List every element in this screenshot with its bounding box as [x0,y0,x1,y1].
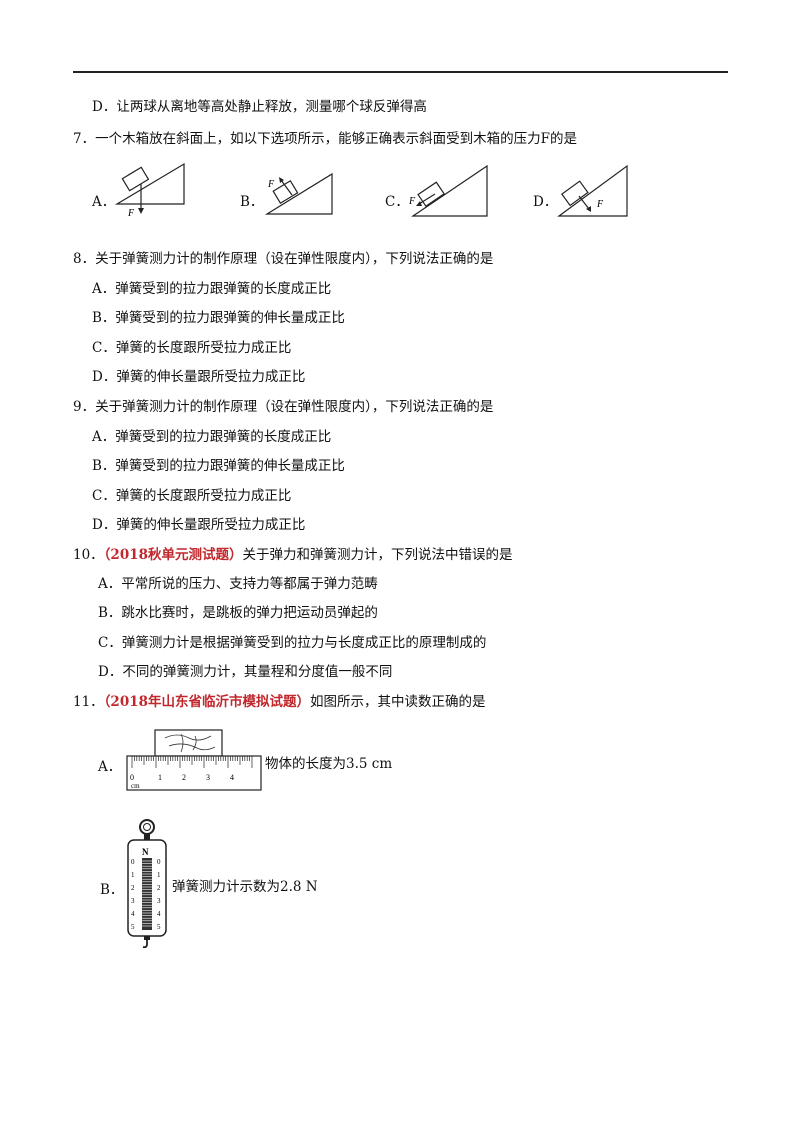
q8-option-b: B．弹簧受到的拉力跟弹簧的伸长量成正比 [92,310,345,326]
q10-option-a: A．平常所说的压力、支持力等都属于弹力范畴 [98,576,378,592]
q10-option-d: D．不同的弹簧测力计，其量程和分度值一般不同 [98,664,393,680]
q10-stem: 10．（2018秋单元测试题）关于弹力和弹簧测力计，下列说法中错误的是 [73,546,513,564]
meter-tick-4-right: 4 [157,910,161,918]
q8-option-a: A．弹簧受到的拉力跟弹簧的长度成正比 [92,281,332,297]
q7-figure-d: F [557,164,628,217]
q10-text: 关于弹力和弹簧测力计，下列说法中错误的是 [242,547,513,563]
q6-option-d: D．让两球从离地等高处静止释放，测量哪个球反弹得高 [92,99,427,115]
meter-tick-5-left: 5 [131,923,135,931]
q11-label-b: B． [100,882,124,898]
q10-option-b: B．跳水比赛时，是跳板的弹力把运动员弹起的 [98,605,378,621]
q11-option-b-text: 弹簧测力计示数为2.8 N [172,879,318,895]
q11-label-a: A． [98,759,122,775]
meter-tick-0-right: 0 [157,858,161,866]
ruler-tick-4: 4 [230,773,234,782]
q9-option-a: A．弹簧受到的拉力跟弹簧的长度成正比 [92,429,332,445]
q8-option-c: C．弹簧的长度跟所受拉力成正比 [92,340,292,356]
meter-tick-1-right: 1 [157,871,161,879]
q10-source: （2018秋单元测试题） [103,547,243,563]
meter-tick-5-right: 5 [157,923,161,931]
meter-tick-2-left: 2 [131,884,135,892]
q7-label-b: B． [240,194,264,210]
ruler-tick-0: 0 [130,773,134,782]
ruler-tick-2: 2 [182,773,186,782]
q9-option-b: B．弹簧受到的拉力跟弹簧的伸长量成正比 [92,458,345,474]
q7-figure-b: F [264,172,333,215]
meter-tick-2-right: 2 [157,884,161,892]
meter-unit: N [142,847,149,857]
q10-option-c: C．弹簧测力计是根据弹簧受到的拉力与长度成正比的原理制成的 [98,635,487,651]
meter-tick-1-left: 1 [131,871,135,879]
meter-tick-0-left: 0 [131,858,135,866]
q9-option-c: C．弹簧的长度跟所受拉力成正比 [92,488,292,504]
q11-text: 如图所示，其中读数正确的是 [310,694,486,710]
q7-c-force-label: F [408,196,416,207]
q7-label-c: C． [385,194,409,210]
q9-option-d: D．弹簧的伸长量跟所受拉力成正比 [92,517,306,533]
q7-label-a: A． [92,194,116,210]
q11-option-a-text: 物体的长度为3.5 cm [265,756,393,772]
q7-d-force-label: F [596,199,604,210]
q9-stem: 9．关于弹簧测力计的制作原理（设在弹性限度内），下列说法正确的是 [73,399,494,415]
q11-stem: 11．（2018年山东省临沂市模拟试题）如图所示，其中读数正确的是 [73,693,486,711]
ruler-tick-3: 3 [206,773,210,782]
q7-label-d: D． [533,194,558,210]
q7-stem: 7．一个木箱放在斜面上，如以下选项所示，能够正确表示斜面受到木箱的压力F的是 [73,131,577,147]
meter-tick-3-right: 3 [157,897,161,905]
q7-figure-a: F [114,162,185,219]
ruler-tick-1: 1 [158,773,162,782]
ruler-unit: cm [131,782,140,790]
meter-tick-4-left: 4 [131,910,135,918]
q8-stem: 8．关于弹簧测力计的制作原理（设在弹性限度内），下列说法正确的是 [73,251,494,267]
q7-figure-c: F [408,164,488,217]
q11-source: （2018年山东省临沂市模拟试题） [103,694,311,710]
q11-ruler-figure: 0 1 2 3 4 cm [126,729,262,791]
meter-tick-3-left: 3 [131,897,135,905]
q11-number: 11． [73,694,104,710]
q11-spring-scale-figure: N 0 1 2 3 4 5 0 1 2 3 4 5 [127,819,167,948]
meter-minor-ticks [139,860,155,927]
q10-number: 10． [73,547,104,563]
q8-option-d: D．弹簧的伸长量跟所受拉力成正比 [92,369,306,385]
q7-b-force-label: F [267,179,275,190]
header-rule [73,71,728,73]
ruler-minor-ticks [131,756,253,768]
q7-a-force-label: F [127,208,135,219]
